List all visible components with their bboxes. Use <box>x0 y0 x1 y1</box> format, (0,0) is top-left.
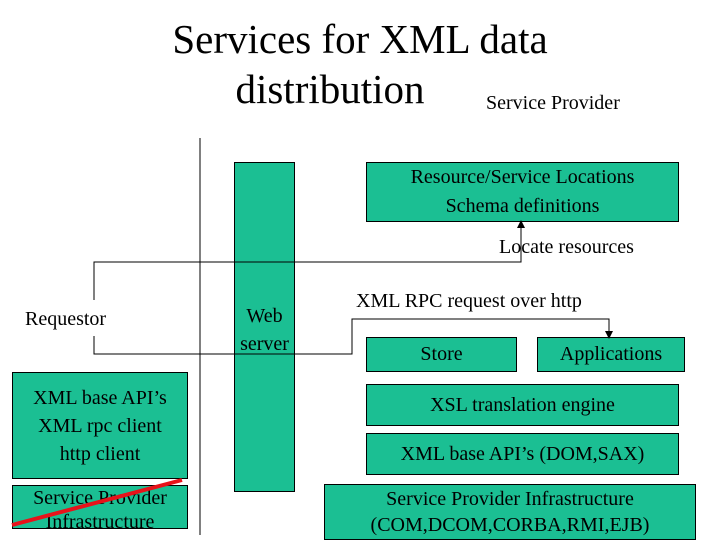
store-box: Store <box>366 337 517 372</box>
web-server-label: Web server <box>234 302 295 358</box>
requestor-infrastructure-line-2: Infrastructure <box>45 511 155 529</box>
title-line-2: distribution <box>235 66 425 112</box>
requestor-label: Requestor <box>25 308 107 330</box>
xml-rpc-request-label: XML RPC request over http <box>356 290 582 312</box>
web-server-label-line-1: Web <box>246 305 283 327</box>
requestor-stack-line-3: http client <box>59 442 141 465</box>
title-line-1: Services for XML data <box>172 16 548 62</box>
xml-rpc-request-path <box>93 318 613 355</box>
requestor-infrastructure-box: Service Provider Infrastructure <box>12 485 188 529</box>
provider-infrastructure-box: Service Provider Infrastructure (COM,DCO… <box>324 484 696 540</box>
resource-locations-line-2: Schema definitions <box>445 195 600 217</box>
resource-locations-box: Resource/Service Locations Schema defini… <box>366 162 679 222</box>
requestor-stack-box: XML base API’s XML rpc client http clien… <box>12 372 188 479</box>
web-server-label-line-2: server <box>240 333 289 355</box>
service-provider-label: Service Provider <box>486 92 620 114</box>
slide-title: Services for XML data distribution <box>120 14 600 114</box>
xsl-engine-box: XSL translation engine <box>366 384 679 426</box>
store-label: Store <box>420 343 463 365</box>
requestor-infrastructure-line-1: Service Provider <box>33 487 167 509</box>
resource-locations-line-1: Resource/Service Locations <box>410 166 635 188</box>
requestor-stack-line-2: XML rpc client <box>38 414 162 437</box>
requestor-stack-line-1: XML base API’s <box>33 386 167 409</box>
xml-base-api-provider-label: XML base API’s (DOM,SAX) <box>400 442 645 465</box>
locate-resources-label: Locate resources <box>499 236 634 258</box>
provider-infrastructure-line-1: Service Provider Infrastructure <box>386 488 634 510</box>
xml-base-api-provider-box: XML base API’s (DOM,SAX) <box>366 433 679 475</box>
applications-box: Applications <box>537 337 685 372</box>
xsl-engine-label: XSL translation engine <box>430 393 615 416</box>
provider-infrastructure-line-2: (COM,DCOM,CORBA,RMI,EJB) <box>370 514 650 536</box>
applications-label: Applications <box>559 343 663 365</box>
